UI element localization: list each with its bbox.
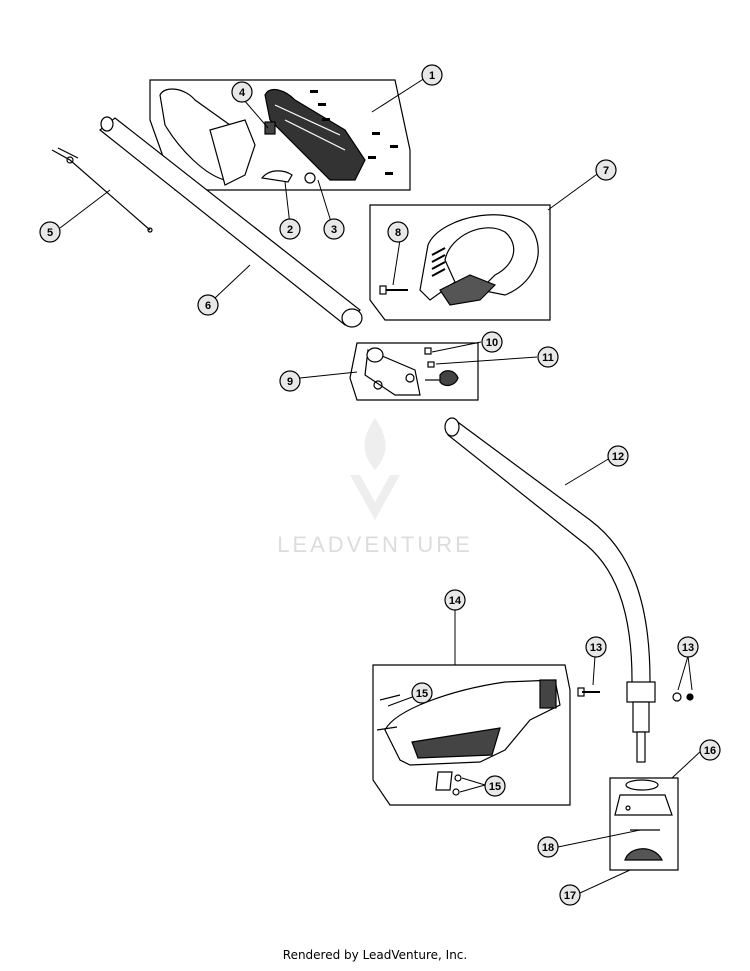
- svg-text:18: 18: [542, 842, 554, 854]
- shaft-coupler-kit: [349, 342, 479, 401]
- svg-text:4: 4: [239, 87, 246, 99]
- assist-handle-bolt: [379, 285, 408, 295]
- callout-7: 7: [595, 159, 617, 181]
- watermark-text: LEADVENTURE: [277, 532, 473, 557]
- callout-15-upper: 15: [411, 682, 433, 704]
- svg-text:17: 17: [564, 890, 576, 902]
- throttle-cable: [51, 147, 153, 233]
- shield-bolt: [577, 687, 600, 697]
- callout-circles: 1 2 3 4 5 6 7 8 9 10 11 12 13 13 14 15 1…: [39, 64, 721, 906]
- callout-13-bolt: 13: [585, 636, 607, 658]
- svg-text:6: 6: [205, 300, 211, 312]
- footer-credit: Rendered by LeadVenture, Inc.: [282, 948, 468, 962]
- callout-6: 6: [197, 294, 219, 316]
- upper-shaft: [99, 116, 363, 328]
- handle-screws: [310, 90, 398, 175]
- callout-12: 12: [607, 445, 629, 467]
- callout-13-washer: 13: [677, 636, 699, 658]
- svg-text:9: 9: [287, 376, 293, 388]
- svg-text:7: 7: [603, 165, 609, 177]
- svg-text:1: 1: [429, 70, 435, 82]
- lower-shaft: [444, 417, 656, 763]
- callout-11: 11: [537, 346, 559, 368]
- callout-10: 10: [481, 331, 503, 353]
- svg-text:14: 14: [449, 595, 462, 607]
- svg-text:16: 16: [704, 745, 716, 757]
- svg-text:13: 13: [682, 642, 694, 654]
- svg-text:8: 8: [395, 227, 401, 239]
- callout-18: 18: [537, 836, 559, 858]
- callout-8: 8: [387, 221, 409, 243]
- svg-text:15: 15: [489, 781, 501, 793]
- svg-text:15: 15: [416, 688, 428, 700]
- callout-16: 16: [699, 739, 721, 761]
- svg-text:2: 2: [287, 224, 293, 236]
- leader-lines: [59, 77, 703, 894]
- svg-text:11: 11: [542, 352, 554, 364]
- callout-3: 3: [323, 218, 345, 240]
- assist-handle-kit: [369, 204, 551, 321]
- callout-17: 17: [559, 884, 581, 906]
- svg-text:12: 12: [612, 451, 624, 463]
- callout-15-lower: 15: [484, 775, 506, 797]
- callout-9: 9: [279, 370, 301, 392]
- debris-shield-kit: [372, 664, 571, 806]
- callout-2: 2: [279, 218, 301, 240]
- trimmer-head-kit: [609, 777, 679, 871]
- watermark-logo: [350, 418, 400, 520]
- svg-text:5: 5: [47, 227, 53, 239]
- callout-14: 14: [444, 589, 466, 611]
- svg-text:10: 10: [486, 337, 498, 349]
- callout-4: 4: [231, 81, 253, 103]
- handle-housing-kit: [149, 79, 411, 191]
- svg-text:3: 3: [331, 224, 337, 236]
- svg-text:13: 13: [590, 642, 602, 654]
- callout-1: 1: [421, 64, 443, 86]
- callout-5: 5: [39, 221, 61, 243]
- washer-and-nut: [672, 692, 694, 702]
